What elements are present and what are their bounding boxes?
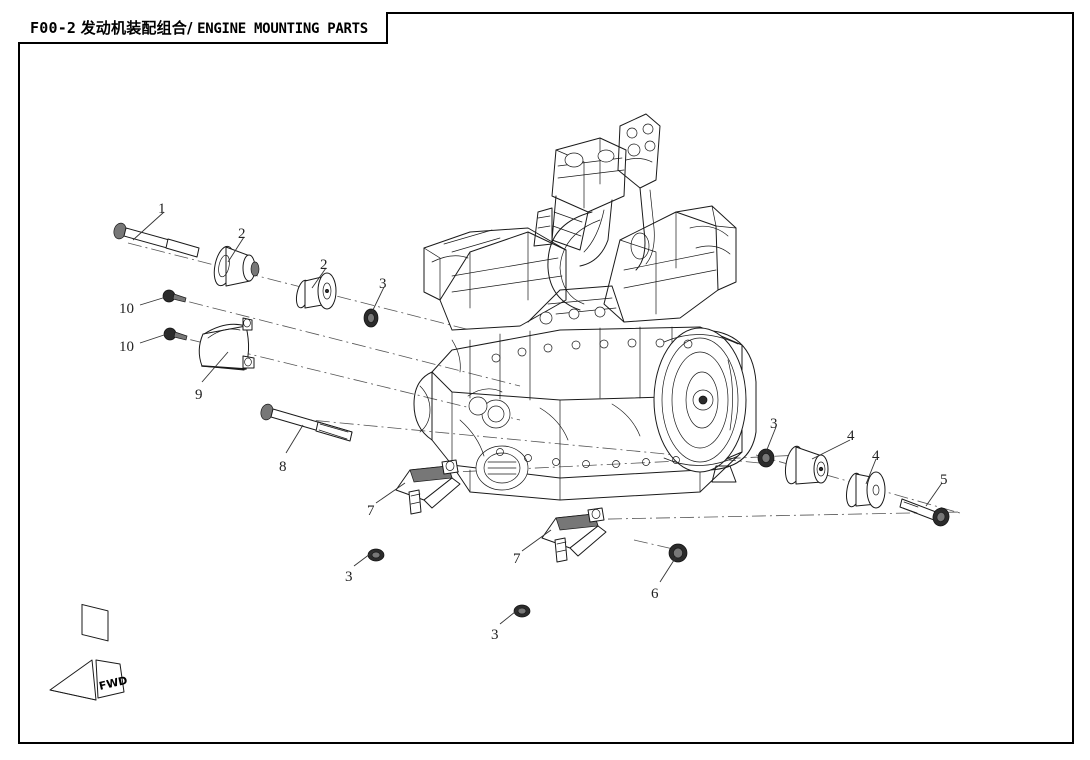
assembly-axis-lines: [127, 242, 961, 553]
title-block: F00-2 发动机装配组合/ ENGINE MOUNTING PARTS: [18, 12, 388, 44]
engine-surface-detail: [451, 339, 733, 457]
callout-number-3b: 3: [345, 569, 353, 585]
engine-centre-block: [527, 285, 625, 325]
part-7-engine-mount-bracket-a: [395, 459, 461, 515]
engine-assembly: [413, 113, 757, 501]
part-3-flange-nut-b: [367, 548, 385, 562]
callout-number-10a: 10: [119, 301, 134, 317]
case-bolt-row-lower: [496, 448, 680, 468]
callout-number-9: 9: [195, 387, 203, 403]
part-8-long-through-bolt: [260, 403, 353, 442]
crankcase: [413, 326, 743, 501]
callout-number-2a: 2: [238, 226, 246, 242]
callout-number-3a: 3: [379, 276, 387, 292]
callout-number-2b: 2: [320, 257, 328, 273]
part-10-hex-flange-bolt-b: [163, 327, 188, 341]
part-3-flange-nut-a: [363, 308, 379, 328]
title-english: ENGINE MOUNTING PARTS: [197, 20, 368, 37]
rear-cylinder-head: [603, 205, 737, 323]
case-bolt-row: [491, 338, 693, 363]
front-cylinder-head: [423, 227, 567, 331]
sheet-border: [18, 12, 1074, 744]
part-6-hex-nut: [668, 543, 688, 563]
callout-leader-lines: [132, 211, 943, 625]
part-1-long-through-bolt: [113, 222, 200, 258]
callout-number-3c: 3: [491, 627, 499, 643]
callout-number-5: 5: [940, 472, 948, 488]
title-separator: /: [187, 18, 193, 37]
throttle-body-assembly: [547, 137, 627, 311]
page-title: F00-2 发动机装配组合/ ENGINE MOUNTING PARTS: [30, 17, 368, 38]
fwd-arrow-marker: FWD: [49, 603, 129, 701]
part-9-mount-bracket: [198, 317, 255, 371]
front-bracket-tab: [533, 207, 553, 247]
part-4-rubber-mount-bushing-b: [846, 471, 886, 509]
part-4-rubber-mount-bushing-a: [784, 445, 829, 485]
part-5-mount-bolt: [899, 498, 950, 527]
callout-number-4b: 4: [872, 448, 880, 464]
fwd-text: FWD: [98, 674, 129, 693]
part-3-flange-nut-d: [757, 448, 775, 468]
left-engine-cover: [475, 445, 529, 491]
callout-number-8: 8: [279, 459, 287, 475]
part-10-hex-flange-bolt-a: [162, 289, 187, 303]
callout-number-6: 6: [651, 586, 659, 602]
cvt-cover: [653, 327, 757, 483]
callout-number-10b: 10: [119, 339, 134, 355]
part-3-flange-nut-c: [513, 604, 531, 618]
part-7-engine-mount-bracket-b: [541, 507, 607, 563]
callout-number-7b: 7: [513, 551, 521, 567]
sheet-code: F00-2: [30, 18, 77, 37]
top-mounting-plate: [617, 113, 661, 271]
title-chinese: 发动机装配组合: [80, 18, 188, 37]
callout-number-1: 1: [158, 201, 166, 217]
part-2-rubber-mount-bushing-a: [213, 245, 260, 287]
part-2-rubber-mount-bushing-b: [295, 272, 337, 310]
callout-number-4a: 4: [847, 428, 855, 444]
callout-number-7a: 7: [367, 503, 375, 519]
callout-number-3d: 3: [770, 416, 778, 432]
